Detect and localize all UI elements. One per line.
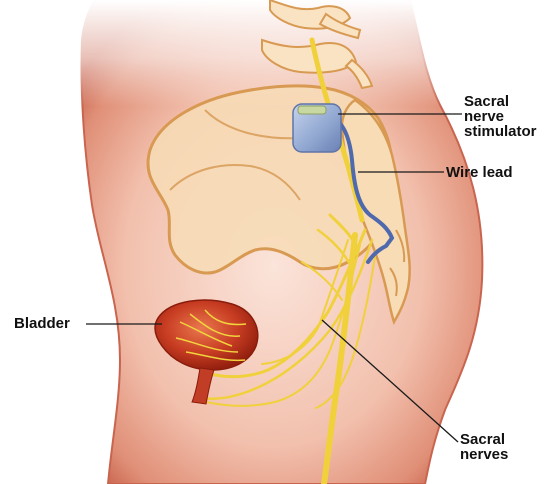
wire-lead-label: Wire lead xyxy=(446,165,513,180)
stimulator-label-line-3: stimulator xyxy=(464,124,537,139)
sacral-nerves-label-line-1: Sacral xyxy=(460,432,508,447)
bladder-label: Bladder xyxy=(14,316,70,331)
stimulator-label-line-2: nerve xyxy=(464,109,537,124)
sacral-nerves-label-line-2: nerves xyxy=(460,447,508,462)
stimulator-label: Sacral nerve stimulator xyxy=(464,94,537,139)
sacral-nerves-label: Sacral nerves xyxy=(460,432,508,462)
stimulator-device xyxy=(293,104,341,152)
stimulator-label-line-1: Sacral xyxy=(464,94,537,109)
